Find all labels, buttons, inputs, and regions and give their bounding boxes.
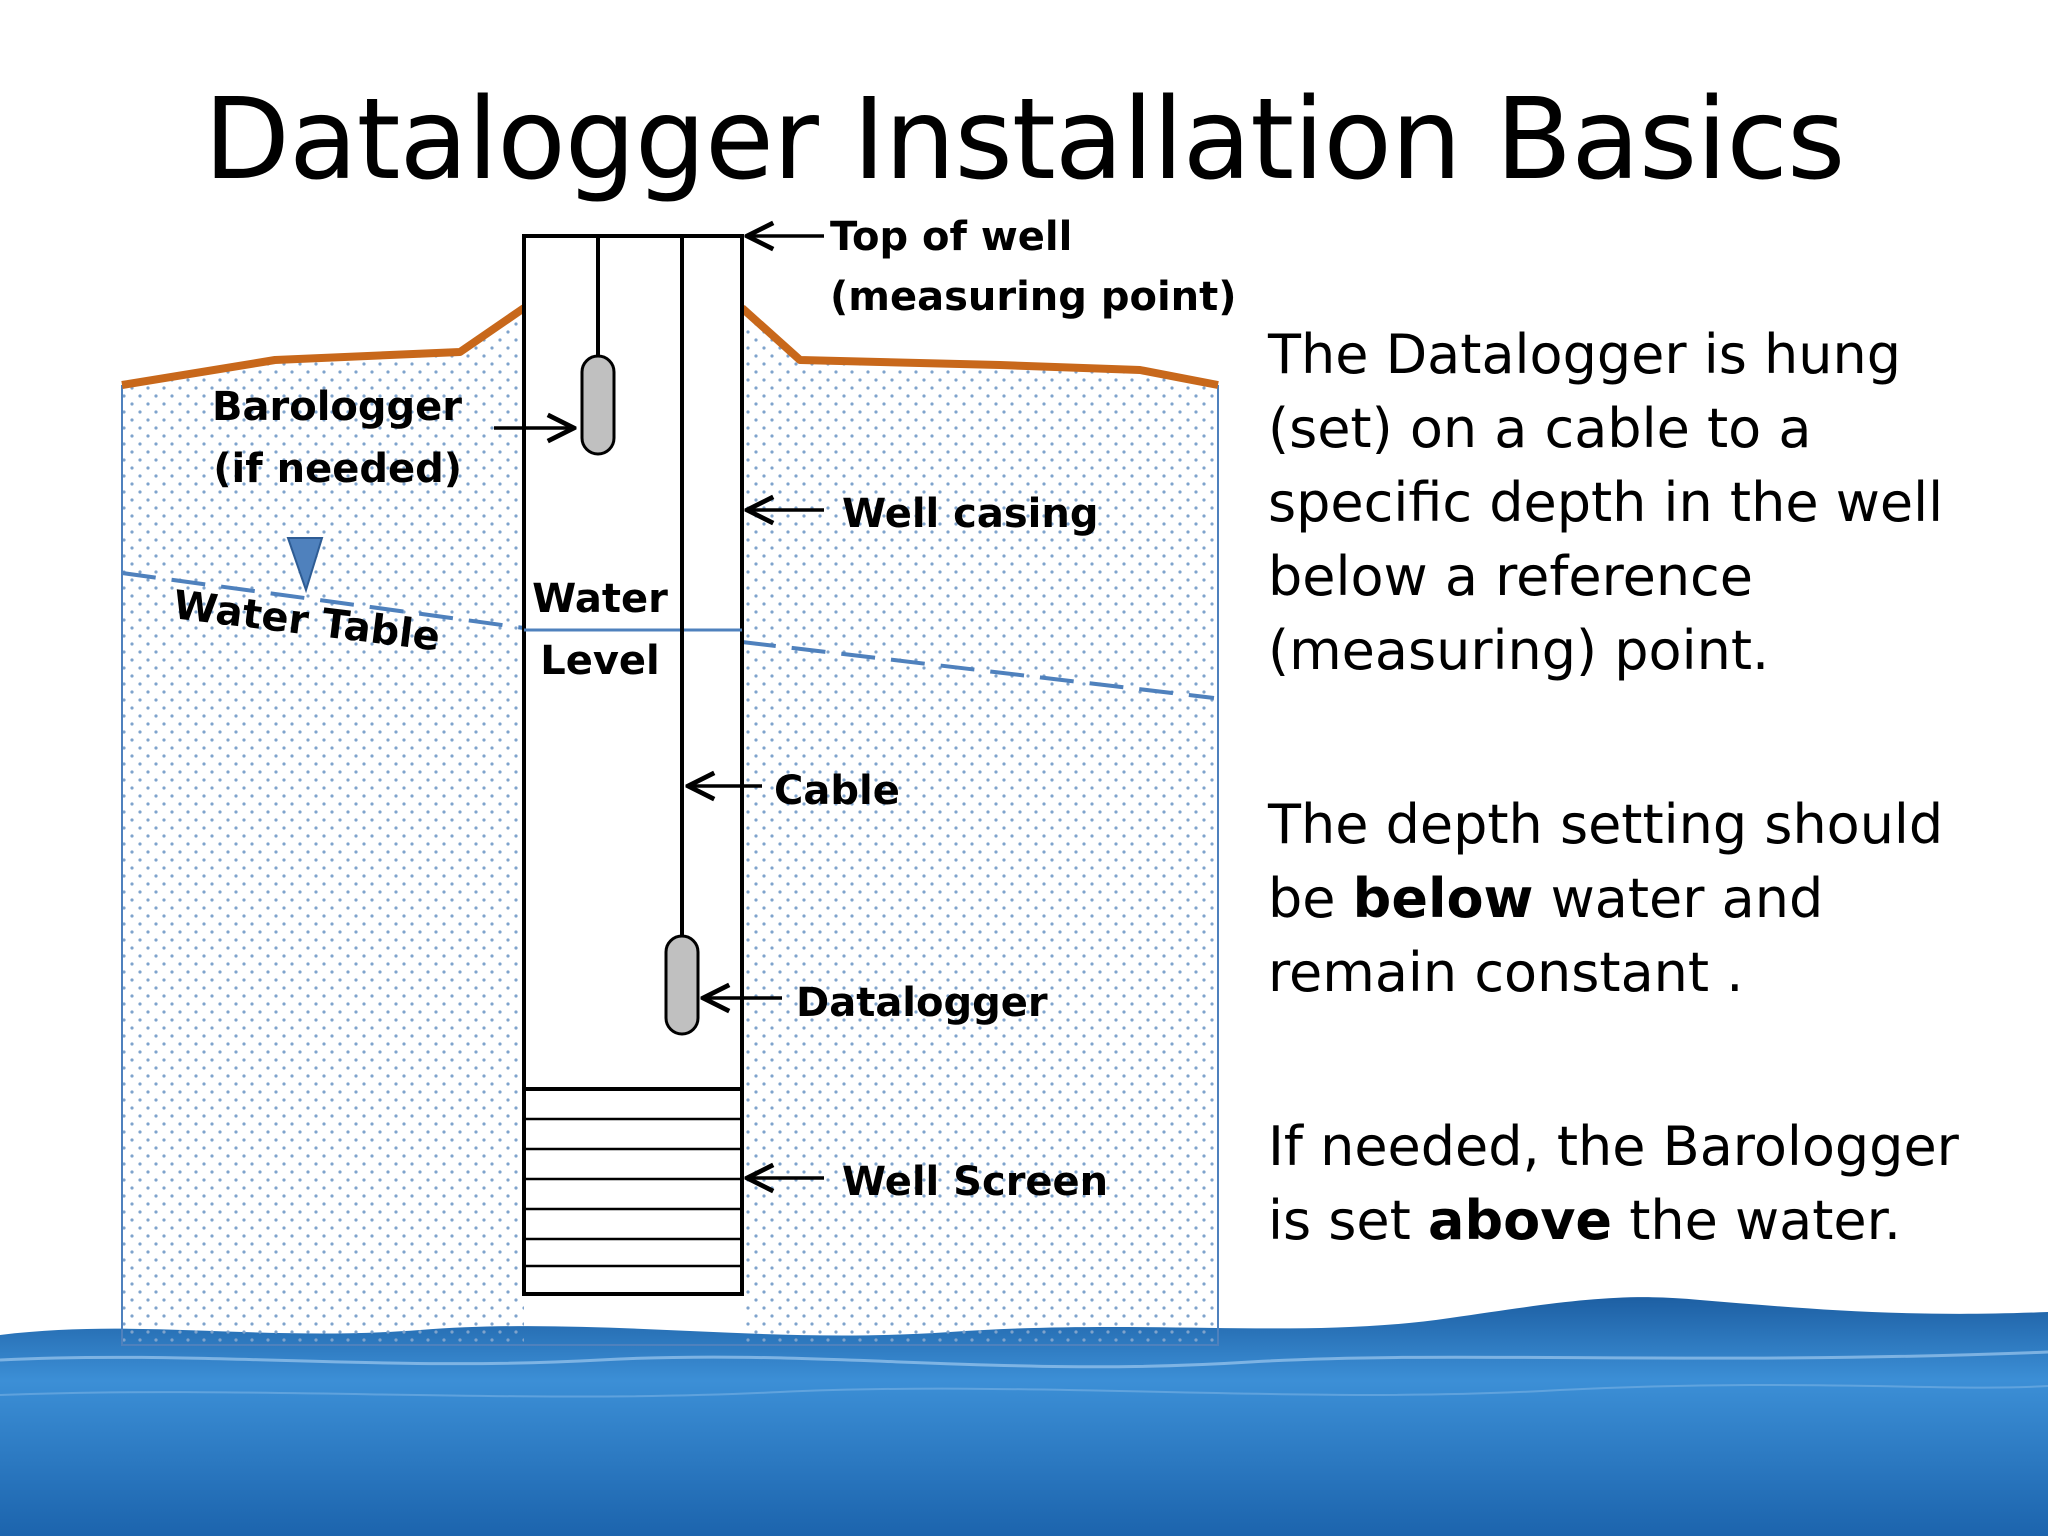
top-of-well-label: Top of well — [830, 214, 1072, 260]
water-table-line-right — [741, 640, 1215, 700]
paragraph-2-text-a: The depth setting should be — [1268, 793, 1944, 930]
water-wave-band — [0, 1297, 2048, 1536]
explanation-text: The Datalogger is hung (set) on a cable … — [1268, 318, 2008, 1358]
well-screen — [524, 1087, 742, 1268]
datalogger-device-icon — [664, 934, 700, 1036]
ground-surface-line — [121, 304, 527, 389]
water-table-symbol-icon — [286, 537, 324, 594]
well-screen-label: Well Screen — [842, 1159, 1108, 1205]
paragraph-2-text-b: water and remain constant . — [1268, 867, 1824, 1004]
barologger-label: Barologger — [212, 384, 462, 430]
water-level-label: Water — [532, 576, 668, 622]
water-level-label-2: Level — [540, 638, 660, 684]
paragraph-1: The Datalogger is hung (set) on a cable … — [1268, 318, 2008, 688]
measuring-point-label: (measuring point) — [830, 274, 1237, 320]
paragraph-1-text: The Datalogger is hung (set) on a cable … — [1268, 323, 1944, 682]
paragraph-3-bold: above — [1428, 1189, 1613, 1252]
cable-label: Cable — [774, 768, 900, 814]
ground-surface-line-right — [739, 305, 1219, 389]
well-casing-label: Well casing — [842, 491, 1099, 537]
paragraph-2-bold: below — [1352, 867, 1534, 930]
well-casing — [522, 234, 744, 1296]
slide-title: Datalogger Installation Basics — [203, 75, 1846, 205]
paragraph-3-text-b: the water. — [1612, 1189, 1902, 1252]
paragraph-3: If needed, the Barologger is set above t… — [1268, 1110, 2008, 1258]
barologger-if-needed-label: (if needed) — [213, 446, 462, 492]
water-table-line-left — [121, 571, 525, 630]
barologger-device-icon — [580, 354, 616, 456]
soil-block — [121, 308, 1219, 1346]
paragraph-3-text-a: If needed, the Barologger is set — [1268, 1115, 1959, 1252]
paragraph-2: The depth setting should be below water … — [1268, 788, 2008, 1010]
datalogger-label: Datalogger — [796, 980, 1048, 1026]
